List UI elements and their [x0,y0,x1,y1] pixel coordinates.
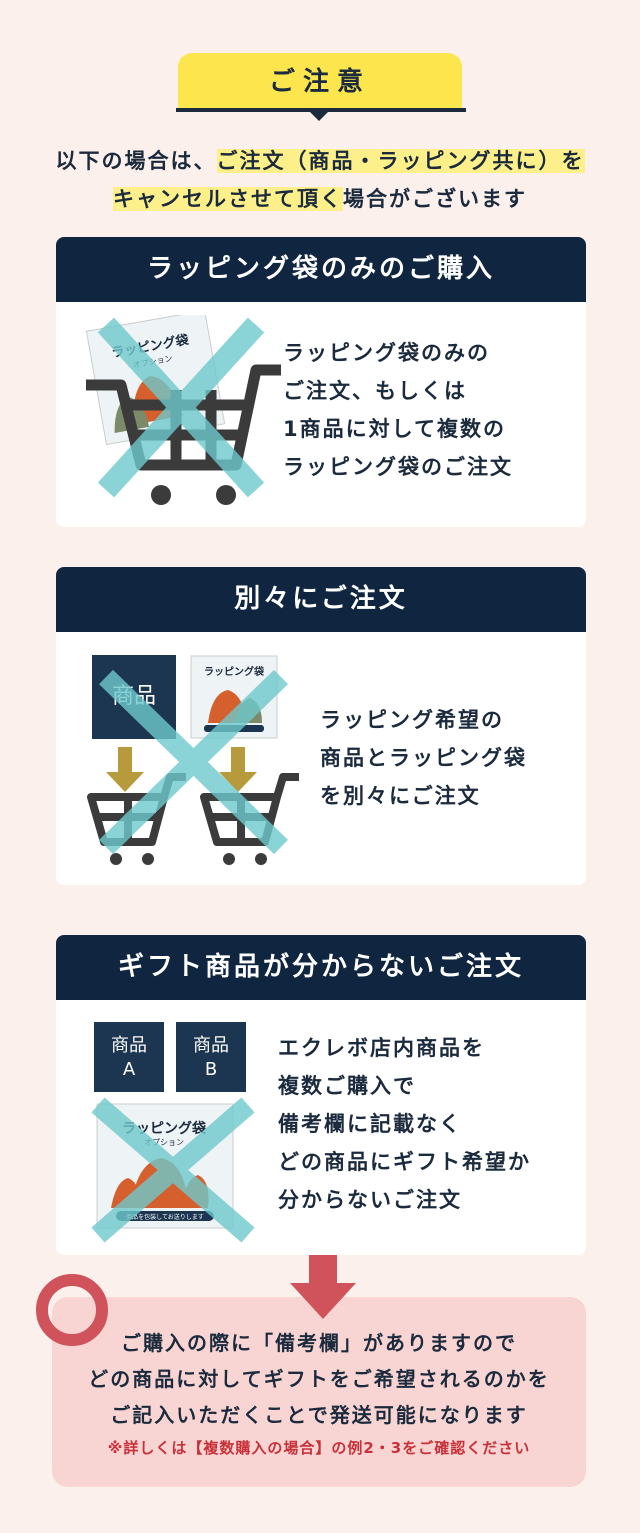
intro-highlight: キャンセルさせて頂く [113,187,343,211]
text-line: ラッピング袋のご注文 [283,455,513,479]
label: A [122,1059,136,1080]
section-description: ラッピング希望の 商品とラッピング袋 を別々にご注文 [320,701,527,815]
text-line: 備考欄に記載なく [278,1112,462,1136]
text-line: エクレボ店内商品を [278,1036,485,1060]
circle-ok-icon [36,1274,108,1346]
intro-highlight: ご注文（商品・ラッピング共に）を [216,149,585,173]
solution-note: ※詳しくは【複数購入の場合】の例2・3をご確認ください [107,1439,531,1457]
solution-line: ご購入の際に「備考欄」がありますので [121,1331,517,1355]
text-line: 1商品に対して複数の [283,417,506,441]
svg-text:商品を包装してお送りします: 商品を包装してお送りします [126,1213,204,1221]
cart-with-product-crossed-icon: ラッピング袋 オプション [86,315,281,505]
section-separate-order: 別々にご注文 商品 ラッピング袋 ラッピング希望の 商品とラッピング袋 を別々に… [56,567,586,885]
svg-text:オプション: オプション [144,1138,184,1147]
pointer [309,111,329,121]
section-heading: 別々にご注文 [56,567,586,632]
cross-icon [91,1097,255,1243]
text-line: 分からないご注文 [278,1188,462,1212]
section-description: ラッピング袋のみの ご注文、もしくは 1商品に対して複数の ラッピング袋のご注文 [283,334,513,486]
down-arrow-icon [290,1255,356,1319]
intro-text: 場合がございます [343,187,527,211]
solution-box: ご購入の際に「備考欄」がありますので どの商品に対してギフトをご希望されるのかを… [52,1297,586,1487]
label: B [204,1059,218,1080]
product-b-box: 商品 B [176,1022,246,1092]
svg-text:ラッピング袋: ラッピング袋 [204,665,265,678]
text-line: 商品とラッピング袋 [320,746,527,770]
intro-line-1: 以下の場合は、ご注文（商品・ラッピング共に）を [0,145,640,175]
intro-text: 以下の場合は、 [55,149,217,173]
solution-line: ご記入いただくことで発送可能になります [110,1403,528,1427]
divider [176,108,466,112]
label: 商品 [193,1035,229,1056]
section-wrapping-only: ラッピング袋のみのご購入 ラッピング袋 オプション ラッピング袋のみの ご注文、… [56,237,586,527]
text-line: 複数ご購入で [278,1074,416,1098]
text-line: ご注文、もしくは [283,379,467,403]
intro-line-2: キャンセルさせて頂く場合がございます [0,183,640,213]
solution-line: どの商品に対してギフトをご希望されるのかを [88,1367,550,1391]
cross-icon [97,317,265,498]
notice-title: ご注意 [178,53,462,109]
section-description: エクレボ店内商品を 複数ご購入で 備考欄に記載なく どの商品にギフト希望か 分か… [278,1029,531,1219]
cross-icon [99,669,288,855]
section-heading: ギフト商品が分からないご注文 [56,935,586,1000]
label: 商品 [111,1035,147,1056]
text-line: どの商品にギフト希望か [278,1150,531,1174]
text-line: ラッピング袋のみの [283,341,490,365]
section-heading: ラッピング袋のみのご購入 [56,237,586,302]
text-line: を別々にご注文 [320,784,481,808]
text-line: ラッピング希望の [320,708,504,732]
product-a-box: 商品 A [94,1022,164,1092]
